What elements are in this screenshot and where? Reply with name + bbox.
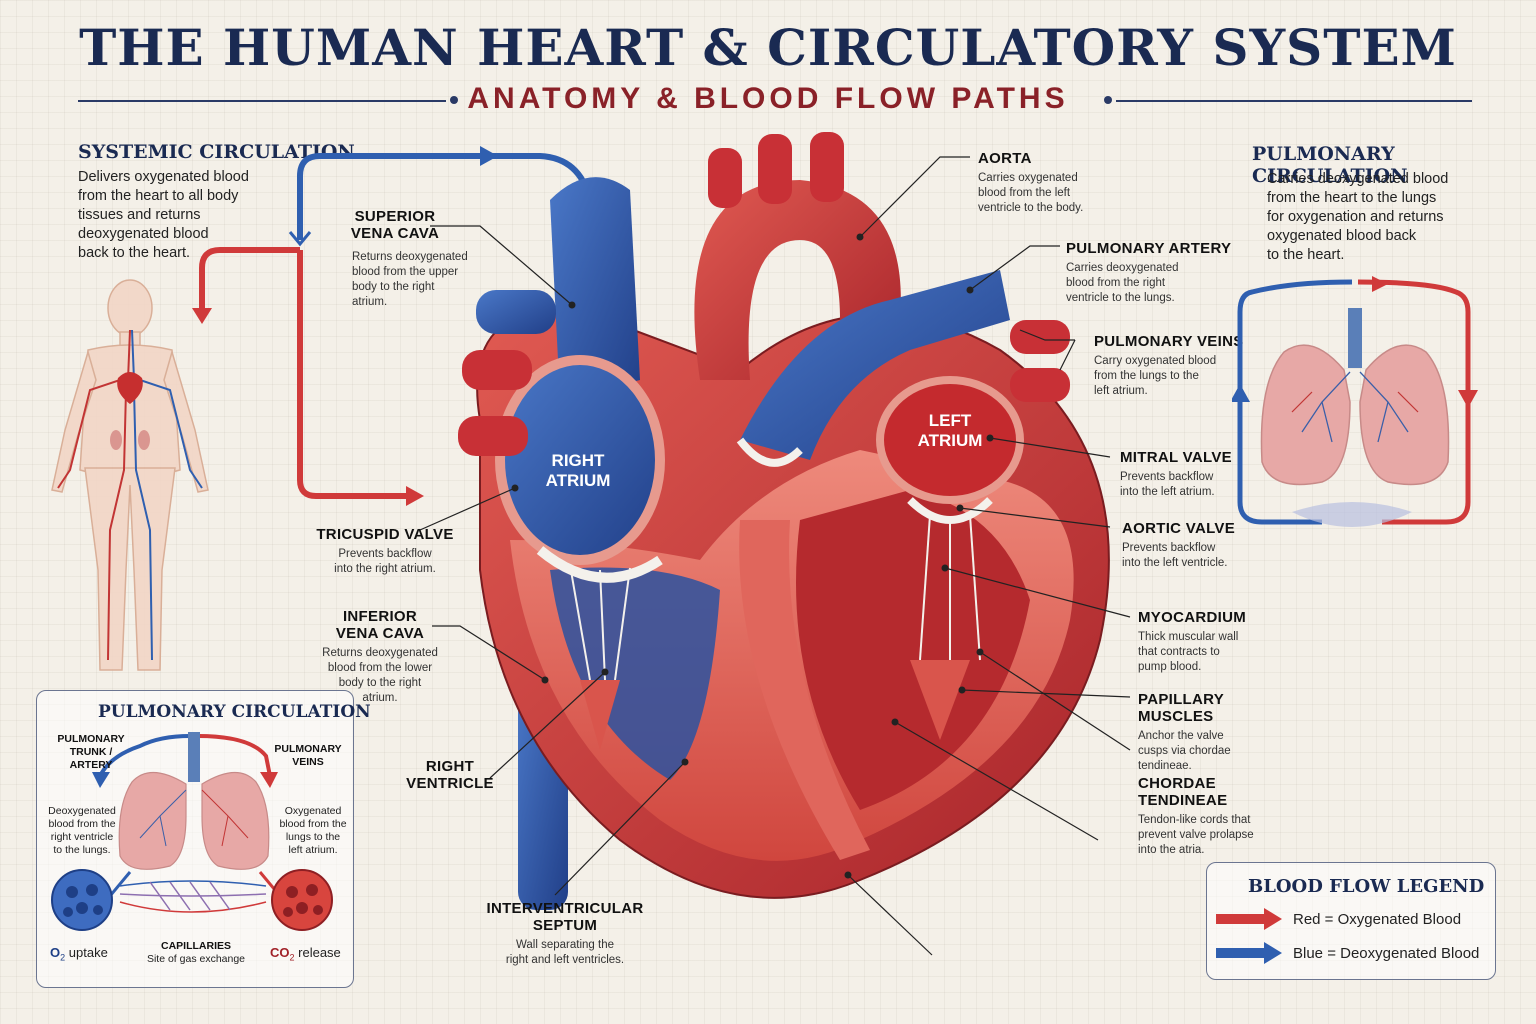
lung-right xyxy=(1359,344,1450,486)
right-atrium xyxy=(495,355,665,565)
lungs-diagram xyxy=(1232,276,1478,527)
papillary-muscle-right xyxy=(580,680,620,750)
systemic-heading: SYSTEMIC CIRCULATION xyxy=(78,141,355,163)
left-ventricle-cavity xyxy=(796,490,1030,810)
pulmonary-vein-left-2 xyxy=(458,416,528,456)
interventricular-septum xyxy=(739,520,870,860)
left-atrium-label-line1: LEFT xyxy=(929,411,972,430)
aorta-branch-3 xyxy=(810,132,844,202)
chordae-tendineae xyxy=(569,514,981,681)
right-atrium-label-line2: ATRIUM xyxy=(546,471,611,490)
pulmonary-valve xyxy=(736,437,803,467)
lung-left xyxy=(1260,344,1351,486)
right-atrium-label-line1: RIGHT xyxy=(552,451,606,470)
legend-heading: BLOOD FLOW LEGEND xyxy=(1248,876,1485,897)
o2-alveolus xyxy=(51,869,113,931)
pulmonary-vein-right-2 xyxy=(1010,368,1070,402)
page-title: THE HUMAN HEART & CIRCULATORY SYSTEM xyxy=(79,18,1457,77)
pulmonary-inset-box xyxy=(36,690,354,988)
label-superior-vena-cava: SUPERIOR VENA CAVA xyxy=(350,208,440,242)
legend-blue-label: Blue = Deoxygenated Blood xyxy=(1293,945,1480,962)
superior-vena-cava xyxy=(550,177,640,400)
left-atrium xyxy=(876,376,1024,504)
aorta-branch-1 xyxy=(708,148,742,208)
inset-capillaries: CAPILLARIES Site of gas exchange xyxy=(146,940,246,965)
label-interventricular-septum: INTERVENTRICULAR SEPTUM Wall separating … xyxy=(486,900,644,966)
papillary-muscle-left xyxy=(910,660,970,740)
legend-arrow-blue xyxy=(1216,942,1282,964)
inset-lung-left xyxy=(118,771,187,870)
inset-lungs-diagram xyxy=(51,732,333,931)
pulmonary-heading: PULMONARY CIRCULATION xyxy=(1252,143,1408,187)
label-right-ventricle: RIGHT VENTRICLE xyxy=(406,758,494,792)
inset-lung-right xyxy=(201,771,270,870)
svc-side-branch xyxy=(476,290,556,334)
pulmonary-vein-left-1 xyxy=(462,350,532,390)
inset-co2-release: CO2 release xyxy=(270,945,341,963)
label-chordae-tendineae: CHORDAE TENDINEAE Tendon-like cords that… xyxy=(1138,775,1254,856)
title-rule-dot-left xyxy=(450,96,458,104)
trachea xyxy=(1348,308,1362,368)
left-atrium-label-line2: ATRIUM xyxy=(918,431,983,450)
title-rule-dot-right xyxy=(1104,96,1112,104)
pulmonary-artery xyxy=(740,270,1010,460)
mitral-valve xyxy=(907,497,993,524)
aorta-arch xyxy=(694,180,901,380)
co2-alveolus xyxy=(271,869,333,931)
legend-arrow-red xyxy=(1216,908,1282,930)
systemic-flow-arrows xyxy=(192,146,593,506)
inset-heading: PULMONARY CIRCULATION xyxy=(98,702,371,722)
aorta-branch-2 xyxy=(758,134,792,204)
legend-red-label: Red = Oxygenated Blood xyxy=(1293,911,1462,928)
heart-illustration: RIGHT ATRIUM LEFT ATRIUM xyxy=(458,132,1110,910)
capillary-bed xyxy=(1292,502,1412,527)
legend-arrows xyxy=(1216,908,1282,964)
pulmonary-vein-right-1 xyxy=(1010,320,1070,354)
inset-o2-uptake: O2 uptake xyxy=(50,945,108,963)
title-rule-left xyxy=(78,100,446,102)
human-body-figure xyxy=(51,279,209,671)
title-rule-right xyxy=(1116,100,1472,102)
page-subtitle: ANATOMY & BLOOD FLOW PATHS xyxy=(467,82,1069,115)
right-ventricle-cavity xyxy=(550,567,720,780)
